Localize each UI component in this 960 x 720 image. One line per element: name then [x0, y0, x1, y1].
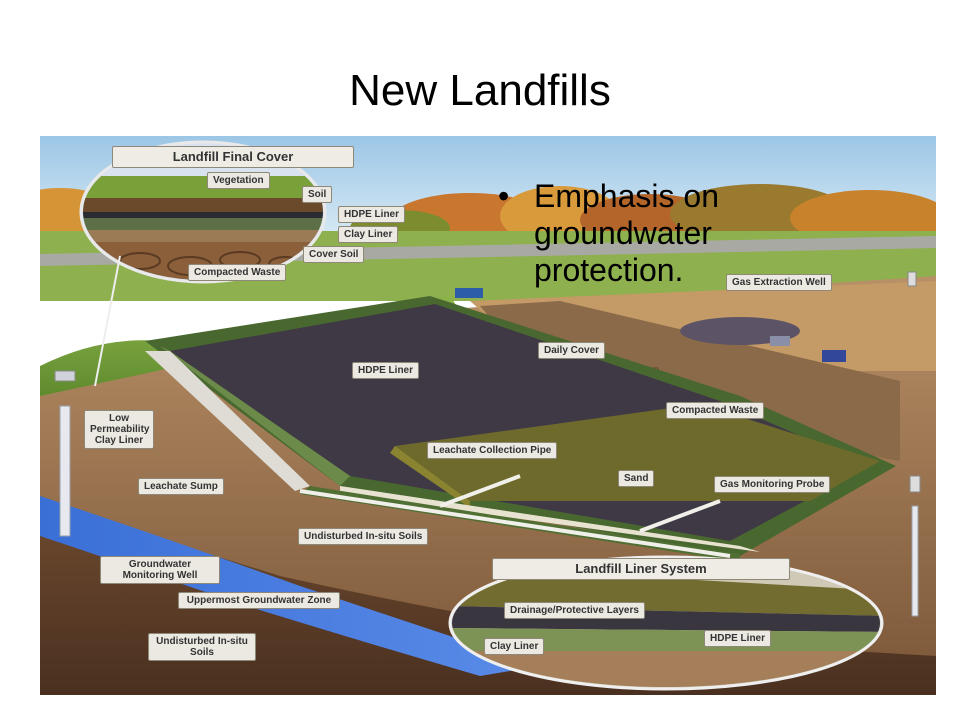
label-gas-monitoring-probe: Gas Monitoring Probe [714, 476, 831, 493]
label-undisturbed-soils-lower: Undisturbed In-situ Soils [148, 633, 256, 661]
bullet-dot: • [498, 178, 510, 214]
label-compacted-waste-inset: Compacted Waste [188, 264, 287, 281]
slide-title: New Landfills [349, 66, 611, 115]
truck-icon-3 [770, 336, 790, 346]
leachate-pipes [299, 474, 731, 558]
label-low-permeability-clay-liner: Low Permeability Clay Liner [84, 410, 154, 449]
label-soil: Soil [302, 186, 333, 203]
bullet-text: Emphasis on groundwater protection. [534, 178, 719, 288]
final-cover-title: Landfill Final Cover [112, 146, 354, 168]
gas-extraction-pipe [907, 271, 917, 287]
monitoring-well-pipe [59, 405, 71, 537]
gas-probe-pipe [911, 505, 919, 617]
label-groundwater-monitoring-well: Groundwater Monitoring Well [100, 556, 220, 584]
label-undisturbed-soils-upper: Undisturbed In-situ Soils [298, 528, 429, 545]
label-compacted-waste: Compacted Waste [666, 402, 765, 419]
liner-system-title: Landfill Liner System [492, 558, 790, 580]
label-clay-liner-bottom: Clay Liner [484, 638, 545, 655]
label-vegetation: Vegetation [207, 172, 270, 189]
label-clay-liner-top: Clay Liner [338, 226, 399, 243]
label-hdpe-liner: HDPE Liner [352, 362, 420, 379]
truck-icon [455, 288, 483, 298]
sump-riser [145, 351, 310, 491]
label-uppermost-groundwater-zone: Uppermost Groundwater Zone [178, 592, 340, 609]
label-hdpe-liner-bottom: HDPE Liner [704, 630, 772, 647]
label-hdpe-liner-top: HDPE Liner [338, 206, 406, 223]
label-cover-soil: Cover Soil [303, 246, 365, 263]
landfill-diagram: Landfill Final Cover Vegetation Soil HDP… [40, 136, 936, 695]
label-sand: Sand [618, 470, 655, 487]
label-drainage-protective-layers: Drainage/Protective Layers [504, 602, 645, 619]
label-leachate-sump: Leachate Sump [138, 478, 224, 495]
label-gas-extraction-well: Gas Extraction Well [726, 274, 832, 291]
label-daily-cover: Daily Cover [538, 342, 606, 359]
label-leachate-collection-pipe: Leachate Collection Pipe [427, 442, 558, 459]
truck-icon-2 [822, 350, 846, 362]
